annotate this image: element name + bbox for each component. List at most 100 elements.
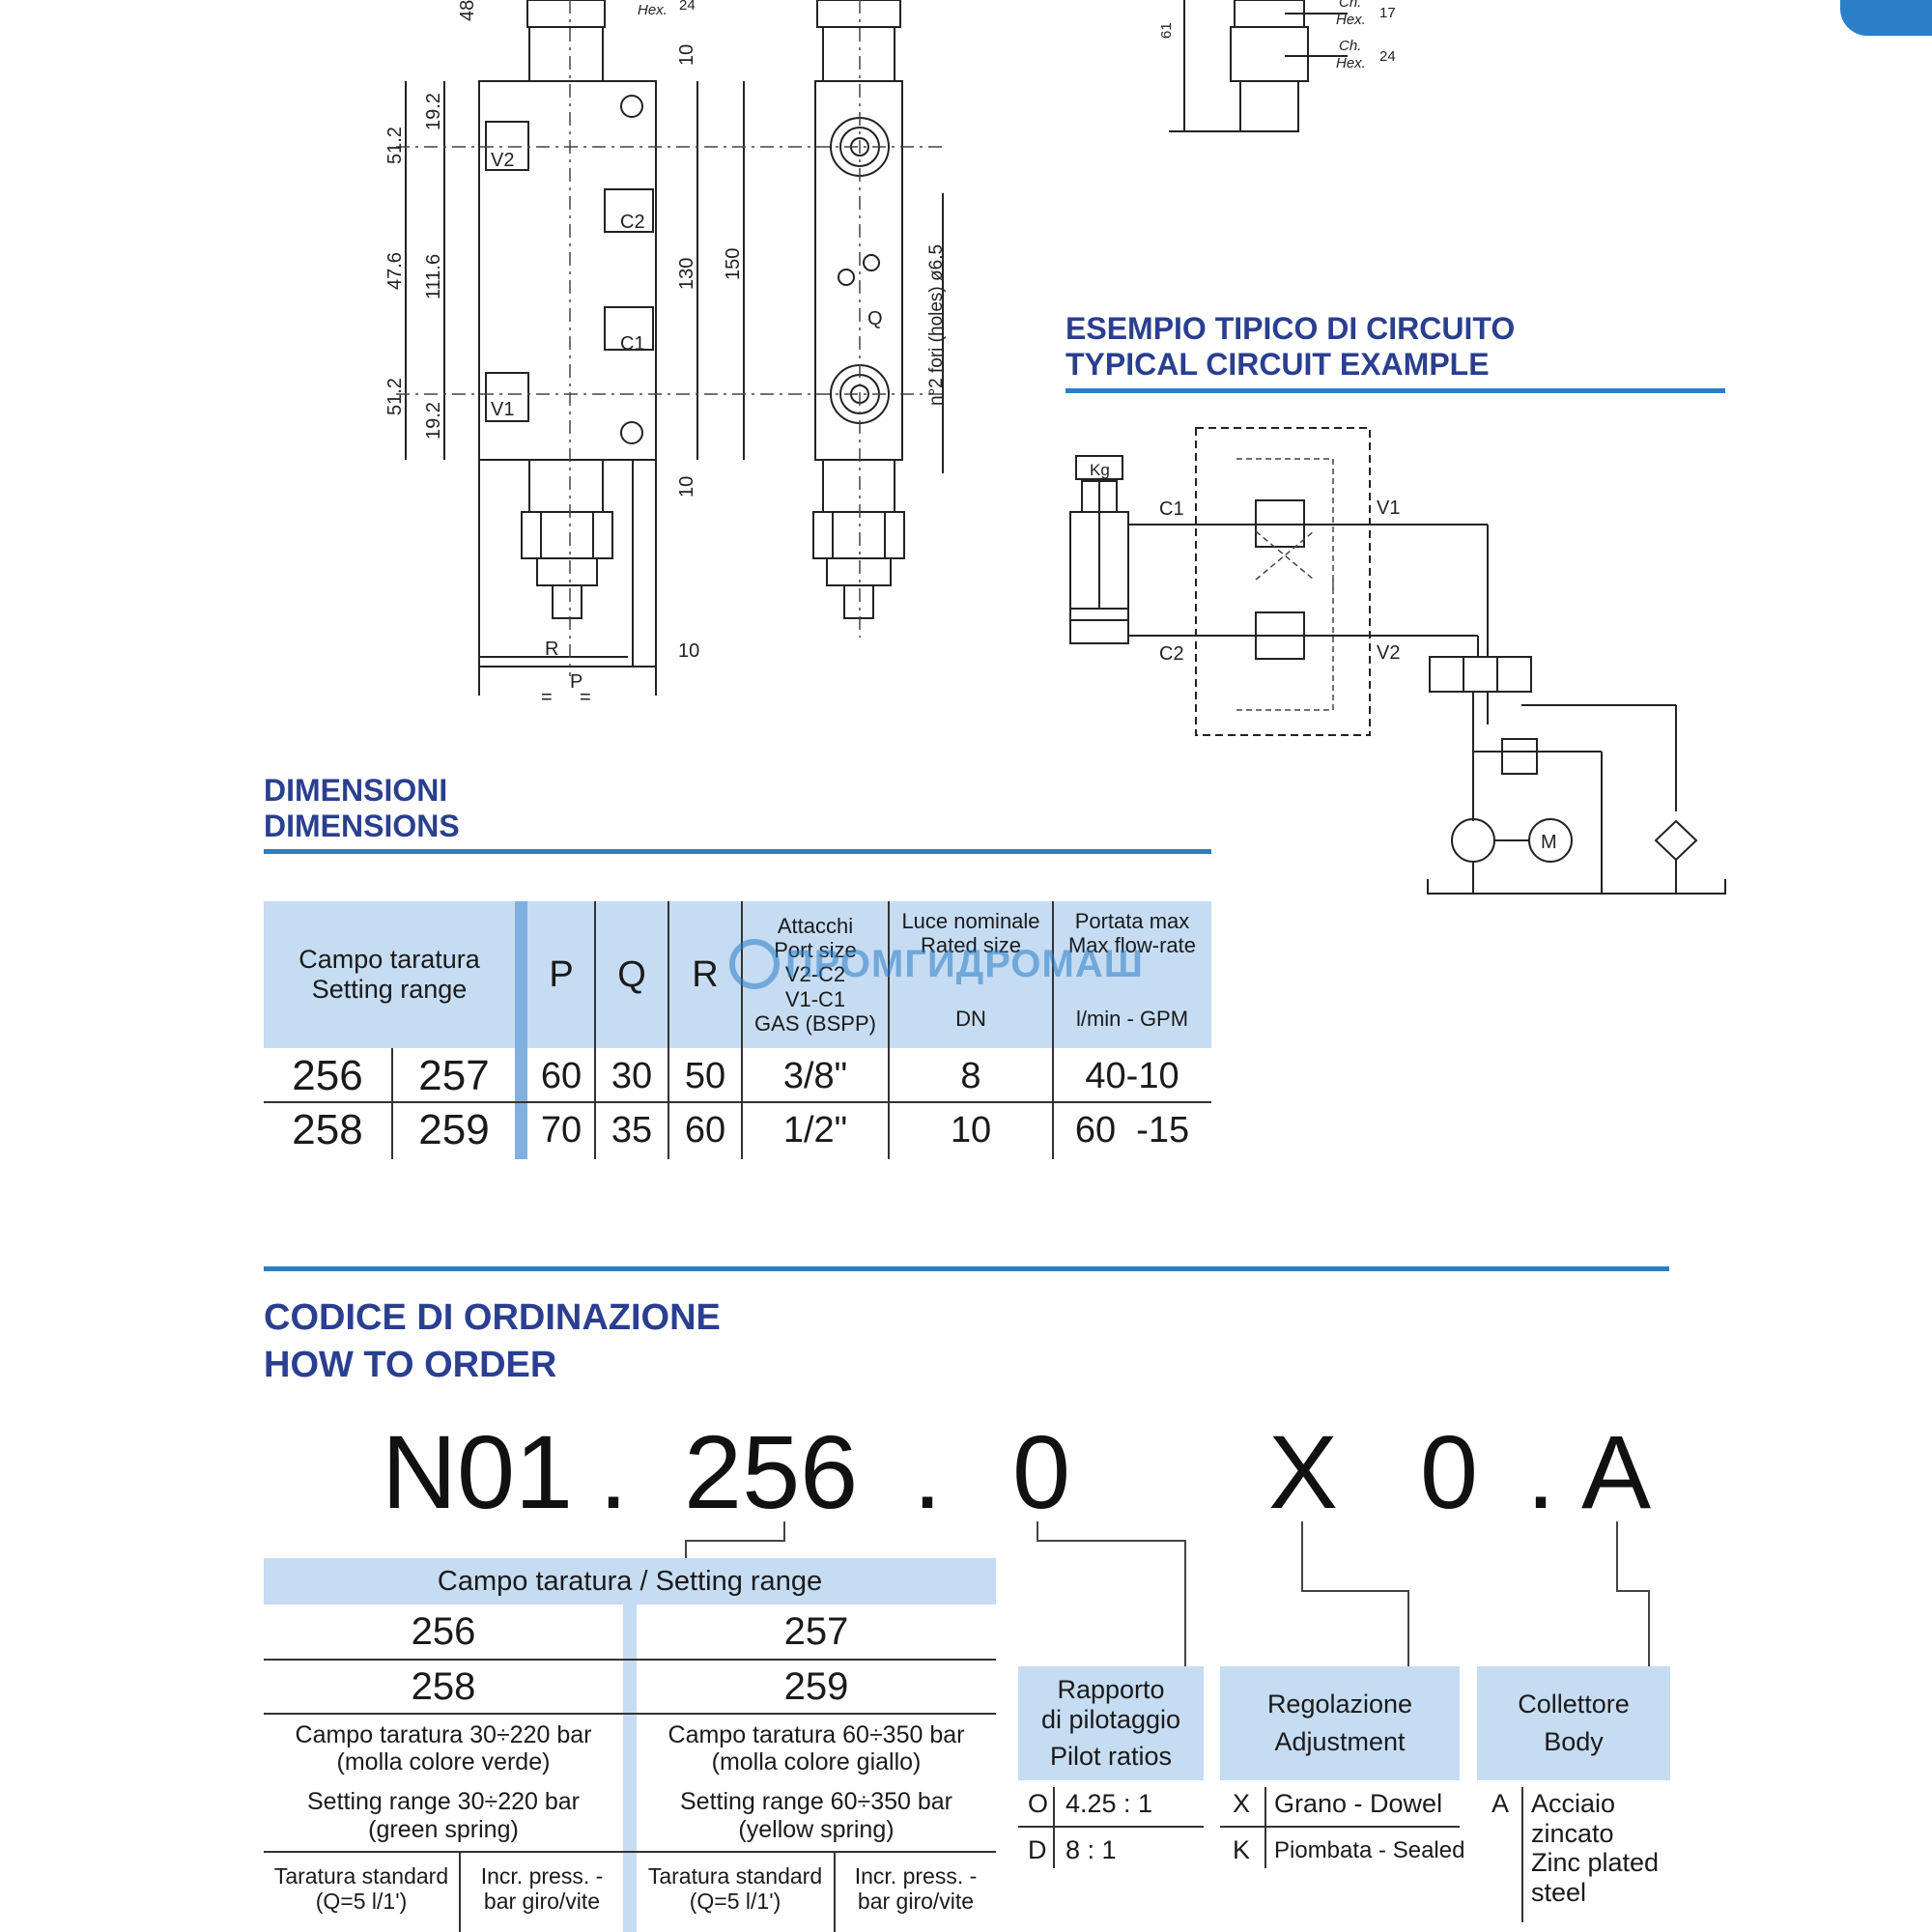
header-r: R — [692, 953, 719, 995]
col1-std-1: Taratura standard — [273, 1862, 449, 1889]
svg-text:Hex.: Hex. — [638, 2, 668, 18]
header-port-gas: GAS (BSPP) — [754, 1010, 876, 1036]
svg-text:61: 61 — [1158, 22, 1175, 39]
svg-text:V1: V1 — [1377, 497, 1400, 519]
col2-desc-it-2: (molla colore giallo) — [711, 1748, 922, 1776]
col2-std: Taratura standard (Q=5 l/1') — [637, 1855, 834, 1922]
watermark: ПРОМГИДРОМАШ — [729, 935, 1212, 993]
header-flow-unit: l/min - GPM — [1075, 1006, 1189, 1031]
header-setting-en: Setting range — [311, 975, 468, 1004]
row1-r: 50 — [684, 1055, 726, 1096]
header-port-it: Attacchi — [777, 913, 854, 938]
header-flow-it: Portata max — [1074, 909, 1190, 933]
svg-text:Hex.: Hex. — [1336, 55, 1366, 71]
pilot-header: Rapporto di pilotaggio Pilot ratios — [1018, 1666, 1204, 1780]
header-setting-it: Campo taratura — [298, 944, 480, 974]
svg-text:Kg: Kg — [1090, 461, 1110, 479]
col1-code-1: 256 — [411, 1609, 476, 1653]
row1-q: 30 — [611, 1055, 653, 1096]
code-dot-3: . — [1526, 1413, 1556, 1530]
code-zero: 0 — [1420, 1413, 1479, 1530]
svg-text:24: 24 — [1379, 48, 1396, 65]
body-label-1: Acciaio — [1531, 1789, 1616, 1818]
col1-incr: Incr. press. - bar giro/vite — [461, 1855, 623, 1922]
row2-p: 70 — [540, 1109, 582, 1151]
pilot-code-d: D — [1028, 1835, 1047, 1864]
body-header: Collettore Body — [1477, 1666, 1670, 1780]
code-adjust: X — [1268, 1413, 1339, 1530]
dimensions-title-en: DIMENSIONS — [264, 808, 460, 843]
body-header-2: Body — [1544, 1727, 1604, 1756]
col2-incr: Incr. press. - bar giro/vite — [836, 1855, 996, 1922]
order-title-it: CODICE DI ORDINAZIONE — [264, 1297, 721, 1338]
svg-text:17: 17 — [1379, 5, 1396, 21]
pilot-header-2: di pilotaggio — [1040, 1705, 1181, 1735]
header-dn-en: Rated size — [921, 933, 1021, 958]
header-flow-en: Max flow-rate — [1067, 933, 1197, 958]
header-q: Q — [617, 953, 646, 995]
svg-text:R: R — [545, 639, 558, 660]
row2-flow: 60 -15 — [1074, 1109, 1190, 1151]
fitting-drawing: 61 Ch. Hex. 17 Ch. Hex. 24 — [1158, 0, 1396, 132]
pilot-code-o: O — [1028, 1789, 1049, 1818]
row1-flow: 40-10 — [1085, 1055, 1179, 1096]
col2-incr-1: Incr. press. - — [854, 1862, 978, 1889]
row1-port: 3/8" — [782, 1055, 848, 1096]
col2-code-1: 257 — [783, 1609, 849, 1653]
svg-text:19.2: 19.2 — [423, 93, 444, 130]
col2-code-2: 259 — [783, 1664, 849, 1708]
col1-desc-it-2: (molla colore verde) — [336, 1748, 551, 1776]
body-code-a: A — [1492, 1789, 1510, 1818]
setting-range-header: Campo taratura / Setting range — [264, 1558, 996, 1605]
svg-text:111.6: 111.6 — [423, 254, 444, 299]
row1-code-a: 256 — [292, 1052, 363, 1099]
svg-text:P: P — [570, 671, 582, 693]
adjust-code-k: K — [1233, 1835, 1251, 1864]
svg-text:n°2 fori (holes) ø6.5: n°2 fori (holes) ø6.5 — [926, 244, 947, 406]
col2-std-1: Taratura standard — [647, 1862, 823, 1889]
svg-text:Hex.: Hex. — [1336, 12, 1366, 28]
col1-description: Campo taratura 30÷220 bar (molla colore … — [264, 1716, 623, 1849]
circuit-title-en: TYPICAL CIRCUIT EXAMPLE — [1065, 346, 1490, 382]
dimensions-title-it: DIMENSIONI — [264, 773, 448, 808]
svg-text:Ch.: Ch. — [1339, 0, 1361, 11]
code-body: A — [1581, 1413, 1652, 1530]
col2-std-2: (Q=5 l/1') — [689, 1889, 781, 1914]
svg-text:V1: V1 — [491, 399, 514, 420]
col2-desc-en-1: Setting range 60÷350 bar — [680, 1788, 952, 1815]
header-port-v1c1: V1-C1 — [784, 986, 846, 1011]
header-setting-range: Campo taratura Setting range — [264, 901, 515, 1048]
header-dn-unit: DN — [955, 1006, 986, 1031]
col1-desc-it-1: Campo taratura 30÷220 bar — [295, 1720, 592, 1748]
body-header-1: Collettore — [1518, 1689, 1630, 1719]
circuit-diagram: Kg C1 V1 C2 V2 M — [1069, 427, 1726, 895]
svg-text:10: 10 — [676, 476, 697, 497]
svg-text:24: 24 — [679, 0, 696, 14]
order-title: CODICE DI ORDINAZIONE HOW TO ORDER — [264, 1294, 721, 1390]
pilot-label-o: 4.25 : 1 — [1065, 1789, 1153, 1818]
svg-text:=: = — [541, 687, 553, 708]
order-rule — [264, 1266, 1669, 1271]
body-label-3: Zinc plated — [1531, 1848, 1660, 1877]
code-pilot: 0 — [1012, 1413, 1071, 1530]
body-label-a: Acciaio zincato Zinc plated steel — [1531, 1789, 1659, 1907]
valve-drawing: 48.5 51.2 19.2 47.6 111.6 51.2 19.2 10 1… — [384, 0, 947, 708]
code-dot-1: . — [599, 1413, 629, 1530]
svg-text:C2: C2 — [1159, 643, 1184, 665]
circuit-title-it: ESEMPIO TIPICO DI CIRCUITO — [1065, 311, 1516, 346]
body-label-2: zincato — [1531, 1818, 1614, 1848]
code-setting: 256 — [684, 1413, 859, 1530]
svg-text:C2: C2 — [620, 212, 645, 233]
adjust-header-2: Adjustment — [1274, 1727, 1406, 1756]
pilot-label-d: 8 : 1 — [1065, 1835, 1117, 1864]
row1-code-b: 257 — [418, 1052, 490, 1099]
svg-text:150: 150 — [723, 248, 744, 280]
header-flow-rate: Portata max Max flow-rate l/min - GPM — [1053, 901, 1211, 1048]
col1-code-2: 258 — [411, 1664, 476, 1708]
svg-text:10: 10 — [678, 640, 699, 662]
row1-p: 60 — [540, 1055, 582, 1096]
col1-desc-en-1: Setting range 30÷220 bar — [307, 1788, 580, 1815]
row1-dn: 8 — [960, 1055, 981, 1096]
code-dot-2: . — [913, 1413, 943, 1530]
dimensions-rule — [264, 849, 1211, 854]
